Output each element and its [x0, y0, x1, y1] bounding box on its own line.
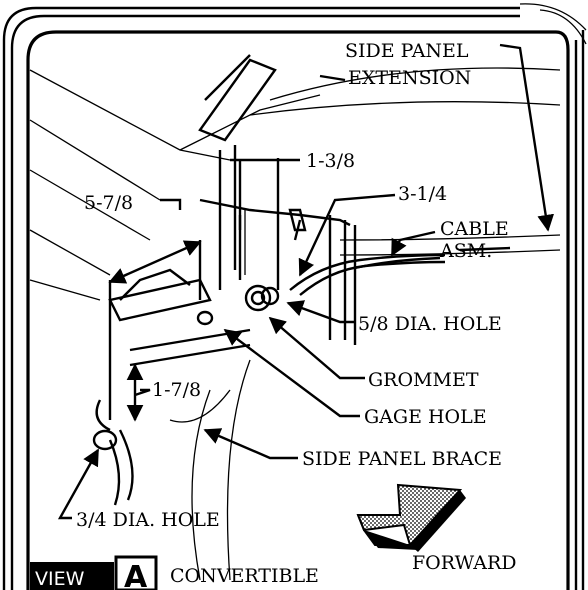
frame: [2, 3, 587, 590]
label-side-panel-brace: SIDE PANEL BRACE: [302, 448, 502, 470]
view-tag-background: [30, 562, 114, 590]
forward-arrow-icon: [356, 483, 466, 552]
label-5-8-dia-hole: 5/8 DIA. HOLE: [358, 313, 502, 335]
label-cable-2: ASM.: [439, 240, 492, 262]
label-forward: FORWARD: [412, 552, 517, 574]
label-grommet: GROMMET: [368, 369, 479, 391]
label-3-4-dia-hole: 3/4 DIA. HOLE: [76, 509, 220, 531]
label-dim-1-7-8: 1-7/8: [152, 379, 201, 401]
label-dim-3-1-4: 3-1/4: [398, 183, 447, 205]
label-gage-hole: GAGE HOLE: [364, 406, 487, 428]
view-tag: VIEW: [35, 568, 85, 590]
label-cable-1: CABLE: [440, 218, 509, 240]
label-dim-5-7-8: 5-7/8: [84, 192, 133, 214]
view-caption: VIEW A CONVERTIBLE: [30, 555, 319, 590]
label-side-panel-extension-1: SIDE PANEL: [345, 40, 469, 62]
view-letter-box: [114, 555, 158, 590]
dimension-lines: [108, 158, 302, 422]
label-dim-1-3-8: 1-3/8: [306, 150, 355, 172]
leader-lines: [57, 43, 555, 520]
view-caption-text: CONVERTIBLE: [170, 565, 319, 587]
view-letter: A: [124, 560, 148, 590]
label-side-panel-extension-2: EXTENSION: [348, 67, 471, 89]
